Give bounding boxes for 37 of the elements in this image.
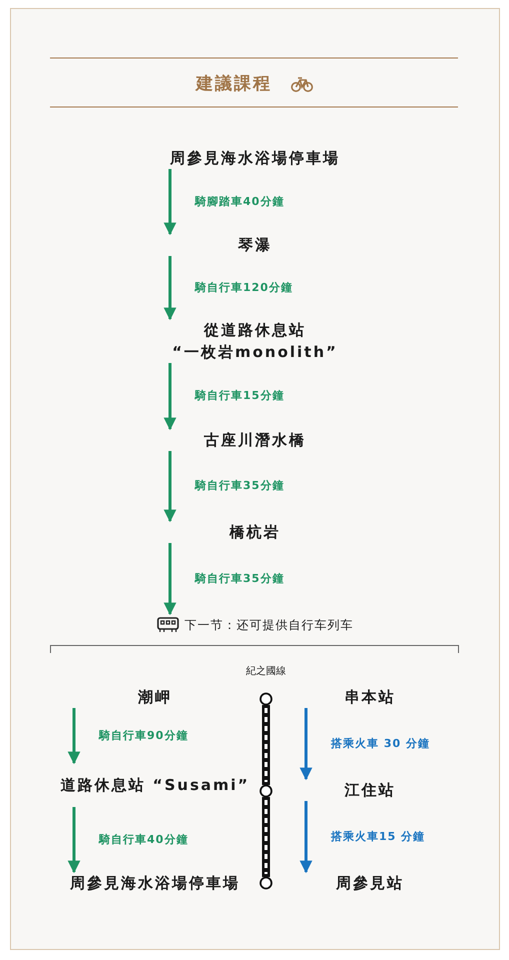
place-name: 串本站	[344, 687, 396, 708]
edge-label: 騎自行車40分鐘	[99, 832, 188, 846]
place-name: 從道路休息站 “一枚岩monolith”	[171, 320, 339, 363]
arrow	[164, 363, 176, 430]
edge-label: 搭乘火車15 分鐘	[331, 830, 426, 844]
note-text: 下一节：还可提供自行车列车	[184, 617, 354, 634]
arrow	[68, 807, 80, 874]
edge-label: 騎自行車90分鐘	[99, 728, 188, 742]
edge-label: 搭乘火車 30 分鐘	[331, 736, 430, 750]
edge-label: 騎自行車35分鐘	[195, 572, 284, 586]
arrow	[164, 543, 176, 616]
place-name: 江住站	[344, 780, 396, 801]
station-circle	[260, 784, 272, 798]
place-name: 潮岬	[137, 687, 173, 708]
railway-line	[262, 705, 270, 785]
place-name: 周參見海水浴場停車場	[169, 148, 341, 169]
title: 建議課程	[196, 74, 272, 94]
place-name: 琴瀑	[237, 235, 273, 256]
arrow	[164, 451, 176, 522]
edge-label: 騎自行車35分鐘	[195, 479, 284, 493]
place-name: 橋杭岩	[228, 522, 282, 543]
edge-label: 騎腳踏車40分鐘	[195, 194, 284, 208]
arrow	[68, 708, 80, 764]
edge-label: 騎自行車15分鐘	[195, 389, 284, 403]
line-name: 紀之國線	[246, 666, 286, 678]
place-name: 古座川潛水橋	[203, 430, 307, 451]
place-name: 周參見站	[335, 873, 405, 894]
station-circle	[260, 692, 272, 706]
edge-label: 騎自行車120分鐘	[195, 280, 293, 294]
place-name: 周參見海水浴場停車場	[69, 873, 241, 894]
place-name: 道路休息站 “Susami”	[60, 775, 250, 796]
arrow	[164, 256, 176, 320]
arrow	[300, 708, 312, 780]
arrow	[300, 801, 312, 874]
railway-line	[262, 797, 270, 877]
arrow	[164, 169, 176, 236]
station-circle	[260, 876, 272, 890]
